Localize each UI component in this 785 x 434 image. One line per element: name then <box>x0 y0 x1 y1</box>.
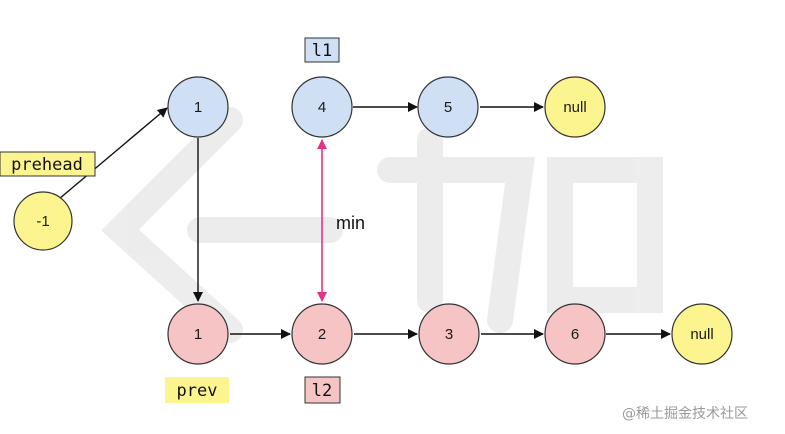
svg-text:5: 5 <box>444 99 452 116</box>
tag-prev: prev <box>165 377 229 403</box>
tag-prehead: prehead <box>0 151 96 177</box>
tag-l1: l1 <box>304 37 340 63</box>
svg-text:2: 2 <box>318 326 326 343</box>
svg-text:null: null <box>690 326 713 343</box>
node-l2-first: 1 <box>167 303 229 365</box>
node-l2-fourth: 6 <box>544 303 606 365</box>
watermark-credit: @稀土掘金技术社区 <box>622 406 748 422</box>
svg-text:1: 1 <box>194 326 202 343</box>
svg-text:prev: prev <box>177 381 218 401</box>
edge-prehead-to-l1-first <box>58 107 168 200</box>
background-watermark-logo <box>101 107 663 343</box>
min-label: min <box>336 213 365 233</box>
svg-text:prehead: prehead <box>11 155 83 175</box>
svg-text:6: 6 <box>571 326 579 343</box>
node-l2-third: 3 <box>418 303 480 365</box>
node-l1-first: 1 <box>167 76 229 138</box>
node-l1-null: null <box>544 76 606 138</box>
tag-l2: l2 <box>304 376 341 404</box>
node-l1-third: 5 <box>417 76 479 138</box>
node-prehead: -1 <box>13 191 73 251</box>
svg-text:4: 4 <box>318 99 326 116</box>
svg-text:3: 3 <box>445 326 453 343</box>
node-l1-second: 4 <box>291 76 353 138</box>
node-l2-null: null <box>671 303 733 365</box>
svg-text:null: null <box>563 99 586 116</box>
node-l2-second: 2 <box>291 303 353 365</box>
svg-text:l1: l1 <box>312 41 332 61</box>
svg-text:-1: -1 <box>36 213 49 230</box>
svg-text:1: 1 <box>194 99 202 116</box>
svg-text:l2: l2 <box>312 381 332 401</box>
